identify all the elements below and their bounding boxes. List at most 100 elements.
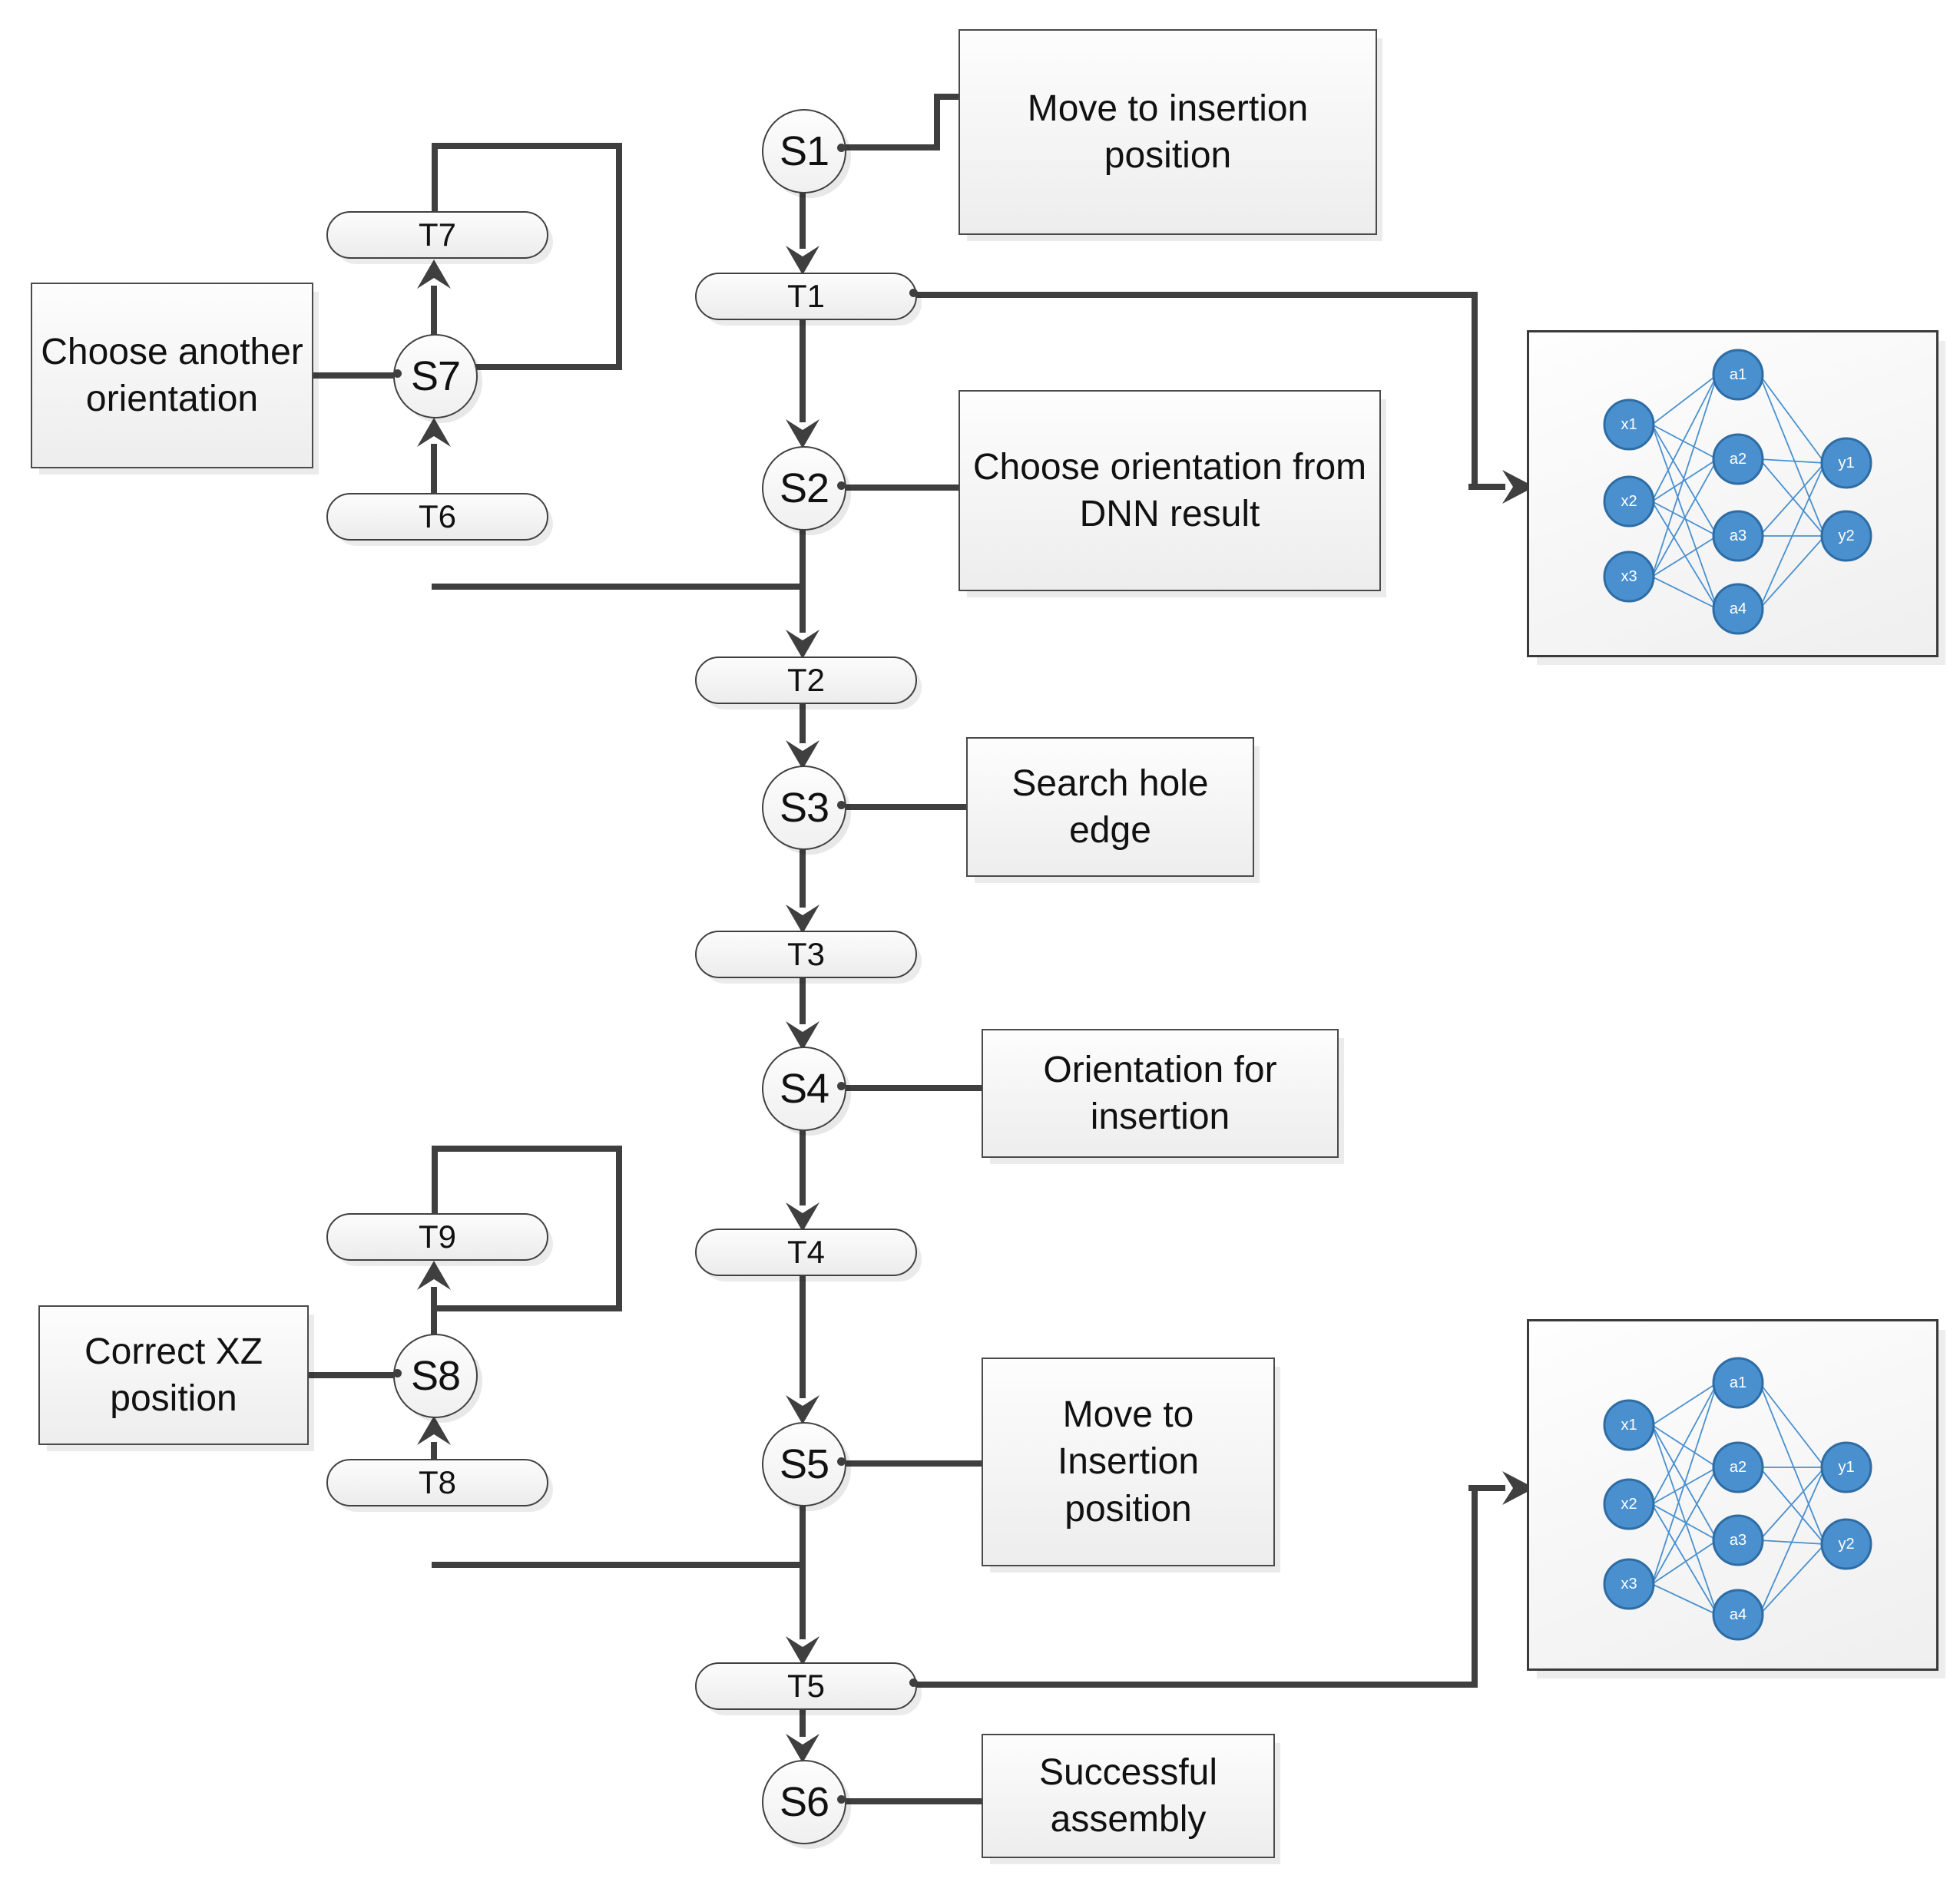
state-label: S3 — [779, 785, 829, 831]
transition-t2[interactable]: T2 — [695, 656, 917, 704]
dnn-node-label: a4 — [1730, 1606, 1746, 1623]
link-t1-dnn-h — [911, 292, 1478, 298]
dnn-node-label: y1 — [1838, 455, 1854, 471]
link-s4-note — [840, 1085, 986, 1091]
dnn-node-label: a3 — [1730, 527, 1746, 544]
dnn-node-label: a1 — [1730, 366, 1746, 383]
dnn-node-label: y2 — [1838, 527, 1854, 544]
dnn-node-label: a3 — [1730, 1532, 1746, 1549]
state-s8[interactable]: S8 — [393, 1334, 478, 1418]
arrow-t3-s4 — [784, 974, 821, 1050]
transition-t6[interactable]: T6 — [326, 493, 548, 541]
dnn-hidden-node-a2: a2 — [1712, 433, 1764, 485]
dnn-node-label: a4 — [1730, 600, 1746, 617]
dnn-node-label: x1 — [1621, 1417, 1637, 1434]
dnn-edges-top — [1651, 374, 1826, 610]
arrow-t1-s2 — [784, 315, 821, 448]
transition-t9[interactable]: T9 — [326, 1213, 548, 1261]
dnn-panel-bottom: x1 x2 x3 a1 a2 a3 a4 y1 y2 — [1527, 1319, 1938, 1671]
dnn-panel-top: x1 x2 x3 a1 a2 a3 a4 y1 y2 — [1527, 330, 1938, 657]
dnn-input-node-x2: x2 — [1603, 475, 1655, 527]
dnn-node-label: x3 — [1621, 1576, 1637, 1592]
link-t9-loop-v2 — [432, 1146, 438, 1218]
link-t9-loop-v1 — [616, 1146, 622, 1308]
state-s4[interactable]: S4 — [762, 1047, 846, 1131]
arrow-s4-t4 — [784, 1126, 821, 1232]
link-s5-note — [840, 1460, 986, 1467]
transition-t3[interactable]: T3 — [695, 931, 917, 978]
transition-label: T9 — [418, 1219, 456, 1255]
state-s5[interactable]: S5 — [762, 1422, 846, 1506]
arrow-s1-t1 — [784, 189, 821, 275]
transition-label: T3 — [786, 936, 825, 972]
link-s1-note-top — [934, 94, 969, 100]
note-text: Successful assembly — [1038, 1751, 1218, 1840]
state-s6[interactable]: S6 — [762, 1760, 846, 1844]
anchor-dot-s5 — [837, 1457, 846, 1466]
link-t6-loop-h — [432, 584, 806, 590]
state-s3[interactable]: S3 — [762, 766, 846, 850]
dnn-output-node-y2: y2 — [1820, 510, 1872, 562]
dnn-input-node-x1: x1 — [1603, 1399, 1655, 1451]
dnn-output-node-y2: y2 — [1820, 1518, 1872, 1570]
link-t7-loop-v2 — [432, 143, 438, 215]
dnn-hidden-node-a2: a2 — [1712, 1441, 1764, 1493]
note-text: Move to Insertion position — [1057, 1394, 1200, 1530]
transition-t1[interactable]: T1 — [695, 273, 917, 320]
state-label: S7 — [410, 353, 461, 399]
link-s8-note — [304, 1372, 399, 1378]
link-t7-loop-h2 — [432, 143, 622, 149]
transition-label: T4 — [786, 1234, 825, 1270]
note-text: Correct XZ position — [84, 1331, 263, 1419]
state-s7[interactable]: S7 — [393, 334, 478, 418]
dnn-node-label: x2 — [1621, 493, 1637, 510]
transition-label: T5 — [786, 1668, 825, 1704]
anchor-dot-s3 — [837, 801, 846, 809]
dnn-node-label: a2 — [1730, 451, 1746, 468]
arrow-t1-dnn-head — [1468, 468, 1535, 505]
dnn-input-node-x3: x3 — [1603, 1558, 1655, 1610]
link-s1-note — [840, 144, 940, 150]
anchor-dot-t5 — [909, 1678, 918, 1687]
state-label: S1 — [779, 128, 829, 174]
anchor-dot-s8 — [393, 1369, 402, 1377]
transition-t5[interactable]: T5 — [695, 1662, 917, 1710]
anchor-dot-s6 — [837, 1795, 846, 1804]
link-s3-note — [840, 804, 971, 810]
state-label: S5 — [779, 1441, 829, 1487]
note-box-s4: Orientation for insertion — [982, 1029, 1339, 1158]
state-s2[interactable]: S2 — [762, 446, 846, 531]
arrow-t5-s6 — [784, 1705, 821, 1763]
state-label: S6 — [779, 1779, 829, 1825]
dnn-node-label: y1 — [1838, 1459, 1854, 1476]
link-s7-note — [309, 372, 399, 379]
state-label: S2 — [779, 465, 829, 511]
dnn-edges-bottom — [1651, 1382, 1826, 1616]
arrow-s2-t2 — [784, 525, 821, 659]
link-s2-note — [840, 484, 963, 491]
transition-t8[interactable]: T8 — [326, 1459, 548, 1506]
transition-t4[interactable]: T4 — [695, 1229, 917, 1276]
dnn-node-label: y2 — [1838, 1536, 1854, 1553]
note-box-s3: Search hole edge — [966, 737, 1254, 877]
arrow-s5-t5 — [784, 1501, 821, 1665]
anchor-dot-s4 — [837, 1082, 846, 1090]
dnn-input-node-x1: x1 — [1603, 399, 1655, 451]
link-s1-note-step — [934, 94, 940, 150]
note-box-s5: Move to Insertion position — [982, 1358, 1275, 1566]
dnn-input-node-x2: x2 — [1603, 1478, 1655, 1530]
dnn-node-label: x1 — [1621, 416, 1637, 433]
arrow-t8-s8 — [416, 1413, 452, 1462]
anchor-dot-s1 — [837, 144, 846, 152]
dnn-hidden-node-a3: a3 — [1712, 510, 1764, 562]
transition-label: T8 — [418, 1464, 456, 1500]
state-s1[interactable]: S1 — [762, 109, 846, 193]
note-text: Move to insertion position — [1027, 88, 1309, 176]
link-t1-dnn-v — [1472, 292, 1478, 487]
arrow-s3-t3 — [784, 845, 821, 934]
transition-t7[interactable]: T7 — [326, 211, 548, 259]
arrow-t4-s5 — [784, 1271, 821, 1424]
dnn-hidden-node-a1: a1 — [1712, 349, 1764, 401]
dnn-node-label: a1 — [1730, 1374, 1746, 1391]
